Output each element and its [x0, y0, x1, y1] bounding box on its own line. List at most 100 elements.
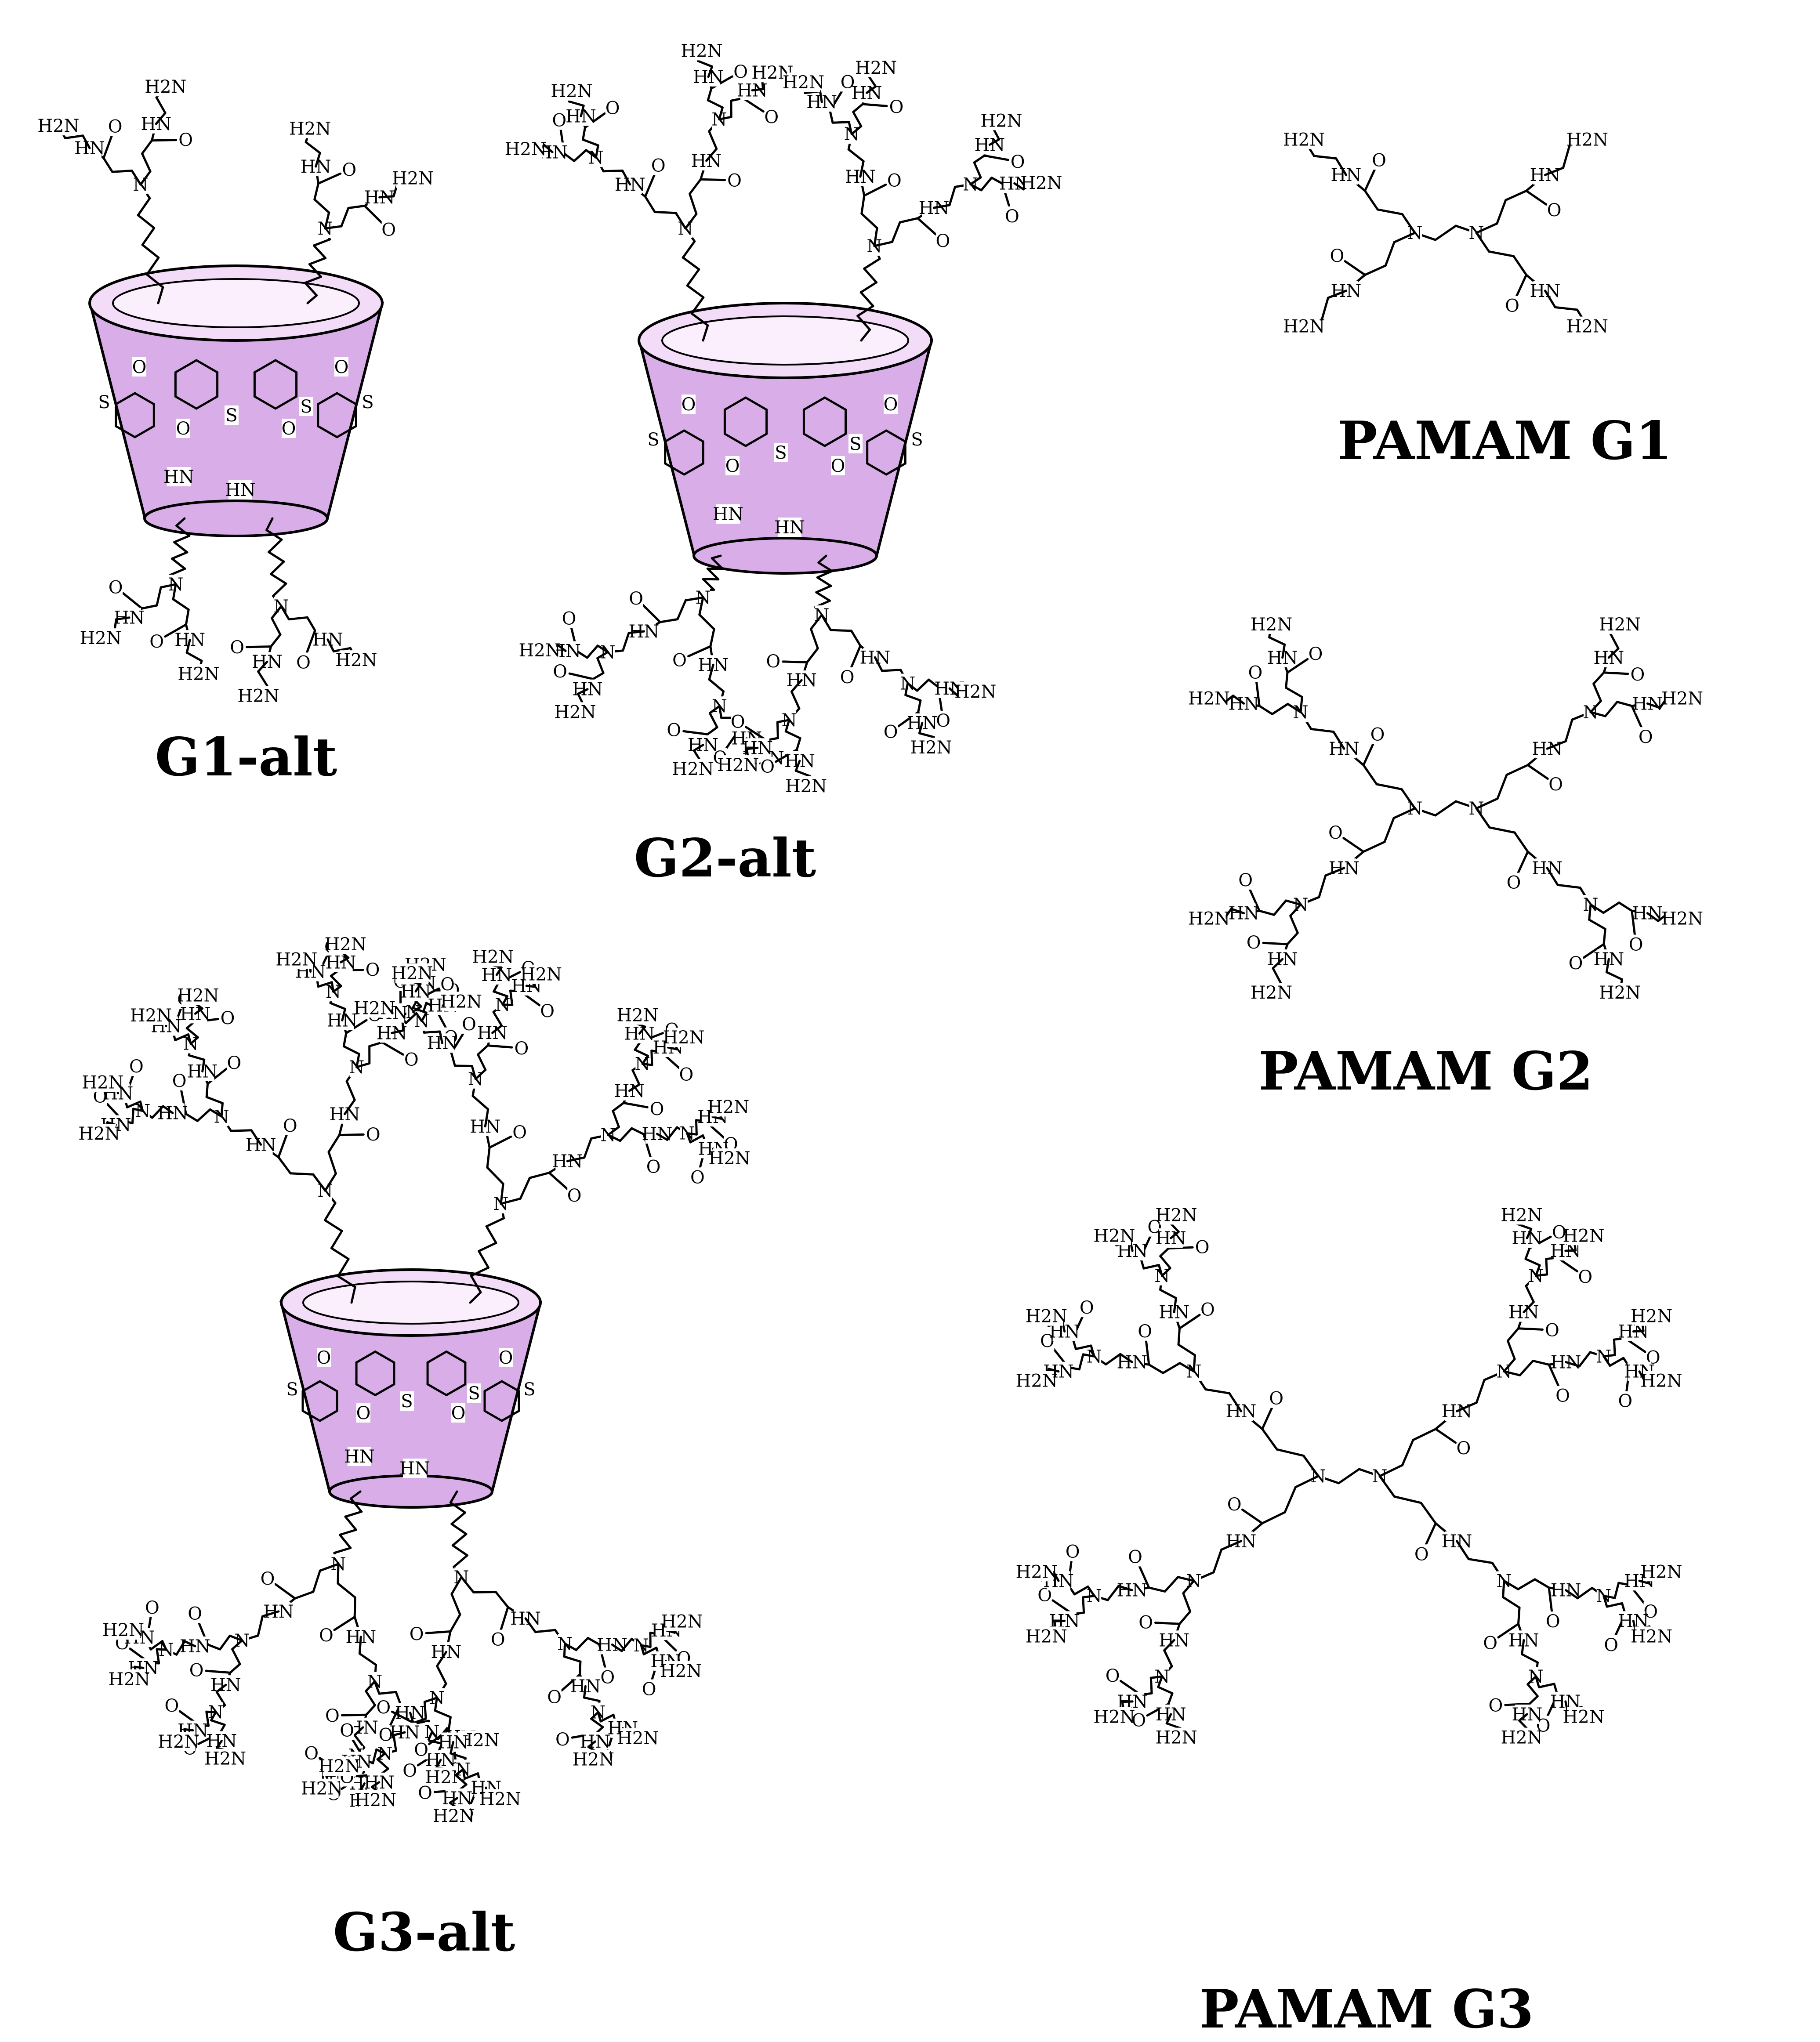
g3-alt-down-left-tether-bond: [345, 1517, 356, 1530]
g1-alt-down-right-a-oxygen: O: [296, 652, 311, 673]
g3-alt-down-left-tether-bond: [340, 1535, 350, 1548]
g2-alt-up-right-a-bond: [862, 196, 864, 214]
pamam-g3-arm4-a-bond: [1535, 1579, 1549, 1588]
pamam-g3-arm4-b-bond: [1519, 1608, 1520, 1624]
pamam-g3-arm3-a-b-terminal-amine: H2N: [1563, 1226, 1604, 1246]
g1-alt-oxygen: O: [282, 419, 296, 439]
g3-alt-up-right-tether-bond: [479, 1243, 496, 1251]
g3-alt-down-right-b-a-bond: [435, 1711, 450, 1717]
pamam-g2-arm3-b-bond: [1617, 702, 1632, 706]
g2-alt-up-right-b-bond: [892, 222, 900, 242]
g3-alt-oxygen: O: [317, 1348, 331, 1368]
pamam-g3-arm3-a-b-bond: [1536, 1274, 1547, 1276]
g2-alt-down-right-a-b-oxygen: O: [884, 722, 898, 742]
pamam-g3-arm3-bond: [1413, 1429, 1436, 1440]
pamam-g3-arm3-a-carbonyl-bond: [1519, 1329, 1543, 1330]
pamam-g3-arm1-bond: [1262, 1429, 1277, 1450]
pamam-g1-arm2-bond: [1385, 242, 1394, 265]
g3-alt-up-left-b-a-b-terminal-amine: H2N: [325, 934, 366, 955]
g2-alt-down-right-b-b-bond: [747, 748, 758, 749]
g3-alt-down-left-a-a-b-oxygen: O: [402, 1761, 417, 1781]
g3-alt-down-right-a-a-b-terminal-amine: H2N: [660, 1661, 702, 1681]
g3-alt-up-left-tether-bond: [325, 1203, 335, 1220]
g2-alt-up-left-b-b-bond: [752, 89, 763, 91]
pamam-g3-arm3-b-b-terminal-amine: H2N: [1640, 1371, 1682, 1391]
g2-alt-up-right-tether-bond: [861, 292, 873, 306]
g3-alt-up-right-b-a-b-terminal-amine: H2N: [663, 1028, 704, 1048]
pamam-g3-arm3-b-bond: [1520, 1361, 1533, 1376]
pamam-g3-arm3-a-b-oxygen: O: [1578, 1267, 1592, 1287]
g3-alt-up-left-b-carbonyl-bond: [339, 1134, 363, 1135]
pamam-g3-arm3-a-bond: [1508, 1341, 1515, 1359]
g3-alt-down-right-b-b-b-terminal-amine: H2N: [319, 1756, 360, 1777]
g3-alt-amide-nh: HN: [399, 1459, 430, 1479]
label-pamam-g3: PAMAM G3: [1199, 1978, 1534, 2040]
g3-alt-down-right-a-a-b-oxygen: O: [642, 1680, 656, 1700]
g3-alt-down-right-a-bond: [496, 1592, 508, 1608]
g2-alt-up-left-b-carbonyl-bond: [701, 179, 725, 180]
g1-alt-down-right-b-terminal-amine: H2N: [237, 686, 279, 706]
pamam-g3-arm3-b-bond: [1533, 1361, 1549, 1365]
g2-alt-down-right-tether-bond: [817, 577, 831, 586]
g1-alt-up-right-b-carbonyl-bond: [365, 206, 382, 223]
pamam-g3-arm1-b-b-oxygen: O: [1195, 1237, 1210, 1257]
g2-alt-up-right-tether-bond: [861, 282, 876, 293]
pamam-g3-arm4-b-bond: [1522, 1654, 1538, 1662]
g2-alt-down-right-a-b-bond: [919, 733, 934, 737]
g3-alt-down-left-b-b-a-bond: [157, 1649, 166, 1650]
g2-alt-down-right-a-a-oxygen: O: [936, 711, 950, 731]
g3-alt-oxygen: O: [499, 1348, 513, 1368]
pamam-g3-arm2-b-bond: [1149, 1588, 1165, 1592]
pamam-g3-arm3-b-b-bond: [1610, 1358, 1624, 1366]
g1-alt-down-right-a-bond: [289, 617, 308, 619]
g2-alt-up-right-a-bond: [848, 149, 863, 161]
pamam-g1-arm4-terminal-amine: H2N: [1566, 317, 1608, 337]
g2-alt-down-left-a-bond: [700, 615, 714, 629]
g2-alt-up-left-b-bond: [709, 131, 717, 149]
g3-alt-up-right-b-bond: [584, 1138, 591, 1157]
g1-alt-down-left-a-bond: [187, 652, 202, 661]
g3-alt-down-left-b-b-b-terminal-amine: H2N: [102, 1620, 144, 1640]
pamam-g3-arm4-b-b-oxygen: O: [1489, 1696, 1503, 1716]
g1-alt-sulfur: S: [362, 392, 373, 413]
pamam-g3-arm3-a-b-bond: [1546, 1259, 1547, 1274]
g2-alt-up-right-b-a-bond: [974, 156, 984, 163]
g2-alt-oxygen: O: [831, 456, 845, 476]
g3-alt-down-right-a-a-oxygen: O: [600, 1668, 615, 1688]
pamam-g1-arm3-bond: [1506, 191, 1526, 200]
g3-alt-up-left-b-bond: [329, 1152, 336, 1173]
g2-alt-down-left-b-b-terminal-amine: H2N: [519, 641, 561, 661]
pamam-g1-arm1-bond: [1365, 191, 1378, 210]
g3-alt-down-left-b-a-carbonyl-bond: [206, 1671, 230, 1673]
g2-alt-up-left-a-carbonyl-bond: [645, 174, 654, 197]
g3-alt-down-right-b-b-oxygen: O: [376, 1698, 391, 1718]
g2-alt-up-right-b-b-oxygen: O: [1005, 206, 1019, 227]
g3-alt-down-left-a-b-oxygen: O: [325, 1706, 340, 1726]
g3-alt-up-right-b-a-bond: [613, 1111, 619, 1127]
pamam-g3-arm3-b-b-oxygen: O: [1618, 1391, 1632, 1412]
g1-alt-amide-nh: HN: [163, 467, 194, 487]
pamam-g3-arm2-a-bond: [1183, 1593, 1190, 1612]
pamam-g3-arm4-a-oxygen: O: [1546, 1611, 1560, 1632]
g3-alt-up-right-a-oxygen: O: [512, 1122, 527, 1143]
g2-alt-up-left-a-bond: [655, 212, 676, 213]
g1-alt-sulfur: S: [300, 397, 312, 417]
g1-alt-up-right-a-bond: [315, 199, 329, 213]
g3-alt-down-right-a-b-b-terminal-amine: H2N: [573, 1750, 614, 1770]
g3-alt-up-left-a-carbonyl-bond: [279, 1134, 287, 1157]
pamam-g1-arm3-carbonyl-bond: [1526, 191, 1546, 204]
g1-alt-down-right-b-oxygen: O: [230, 637, 244, 658]
g2-alt-down-left-b-b-oxygen: O: [562, 609, 576, 629]
pamam-g2-arm1-a-bond: [1259, 706, 1272, 714]
g3-alt-up-left-a-b-bond: [221, 1103, 222, 1116]
pamam-g2-arm1-carbonyl-bond: [1363, 743, 1374, 765]
pamam-g3-arm3-bond: [1476, 1380, 1484, 1403]
g2-alt-up-right-b-a-terminal-amine: H2N: [980, 111, 1022, 131]
pamam-g2-arm3-b-terminal-amine: H2N: [1661, 689, 1703, 709]
g3-alt-down-right-a-b-a-terminal-amine: H2N: [617, 1728, 659, 1749]
g2-alt-up-left-a-a-bond: [574, 150, 586, 161]
pamam-g2-arm3-carbonyl-bond: [1528, 765, 1548, 778]
g2-alt-up-left-b-bond: [690, 179, 701, 194]
pamam-g1-arm4-bond: [1489, 252, 1514, 257]
g2-alt-up-left-b-a-bond: [708, 100, 722, 108]
